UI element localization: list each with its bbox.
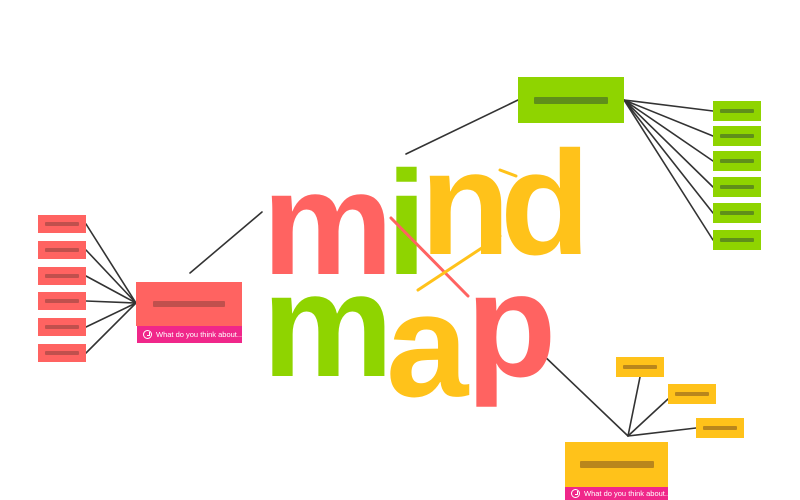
node-text-placeholder [623, 365, 657, 369]
connector-line [85, 302, 137, 354]
node-text-placeholder [720, 134, 754, 138]
connector-line [623, 99, 714, 137]
node-text-placeholder [703, 426, 737, 430]
connector-line [85, 249, 137, 304]
comment-text: What do you think about... [584, 489, 672, 498]
connector-line [85, 223, 137, 304]
connector-line [189, 211, 263, 274]
left-comment-bar[interactable]: What do you think about... [137, 326, 244, 343]
connector-line [405, 99, 519, 155]
node-text-placeholder [45, 248, 79, 252]
right-child-node-4[interactable] [713, 177, 761, 197]
node-text-placeholder [720, 238, 754, 242]
node-text-placeholder [45, 222, 79, 226]
left-main-node[interactable] [136, 282, 242, 326]
node-text-placeholder [720, 211, 754, 215]
right-child-node-2[interactable] [713, 126, 761, 146]
comment-clock-icon [571, 489, 580, 498]
node-text-placeholder [720, 185, 754, 189]
left-child-node-3[interactable] [38, 267, 86, 285]
wordmark-letter-m1: m [262, 141, 394, 306]
bottom-right-child-node-1[interactable] [616, 357, 664, 377]
node-text-placeholder [720, 109, 754, 113]
connector-line [85, 300, 137, 304]
left-child-node-2[interactable] [38, 241, 86, 259]
left-child-node-4[interactable] [38, 292, 86, 310]
left-child-node-6[interactable] [38, 344, 86, 362]
left-child-node-1[interactable] [38, 215, 86, 233]
connector-line [623, 99, 714, 214]
node-text-placeholder [720, 159, 754, 163]
wordmark-letter-p: p [466, 243, 556, 408]
connector-line [623, 99, 714, 162]
bottom-comment-bar[interactable]: What do you think about... [565, 487, 672, 500]
right-child-node-5[interactable] [713, 203, 761, 223]
connector-line [85, 302, 137, 328]
wordmark-letter-d: d [500, 121, 590, 286]
right-child-node-3[interactable] [713, 151, 761, 171]
node-text-placeholder [675, 392, 709, 396]
node-text-placeholder [45, 299, 79, 303]
connector-line [539, 351, 629, 437]
comment-clock-icon [143, 330, 152, 339]
node-text-placeholder [45, 274, 79, 278]
node-text-placeholder [534, 96, 608, 104]
bottom-right-child-node-2[interactable] [668, 384, 716, 404]
bottom-right-child-node-3[interactable] [696, 418, 744, 438]
node-text-placeholder [45, 351, 79, 355]
connector-line [85, 275, 137, 304]
connector-line [627, 376, 641, 437]
wordmark-letter-a: a [386, 263, 468, 428]
right-child-node-1[interactable] [713, 101, 761, 121]
wordmark-letter-m2: m [262, 243, 394, 408]
right-child-node-6[interactable] [713, 230, 761, 250]
connector-line [627, 398, 669, 437]
connector-line [623, 99, 714, 188]
bottom-right-main-node[interactable] [565, 442, 668, 487]
connector-line [627, 427, 697, 437]
top-right-main-node[interactable] [518, 77, 624, 123]
node-text-placeholder [153, 301, 225, 307]
connector-line [623, 99, 714, 241]
connector-line [623, 99, 714, 112]
comment-text: What do you think about... [156, 330, 244, 339]
left-child-node-5[interactable] [38, 318, 86, 336]
node-text-placeholder [579, 461, 654, 468]
node-text-placeholder [45, 325, 79, 329]
